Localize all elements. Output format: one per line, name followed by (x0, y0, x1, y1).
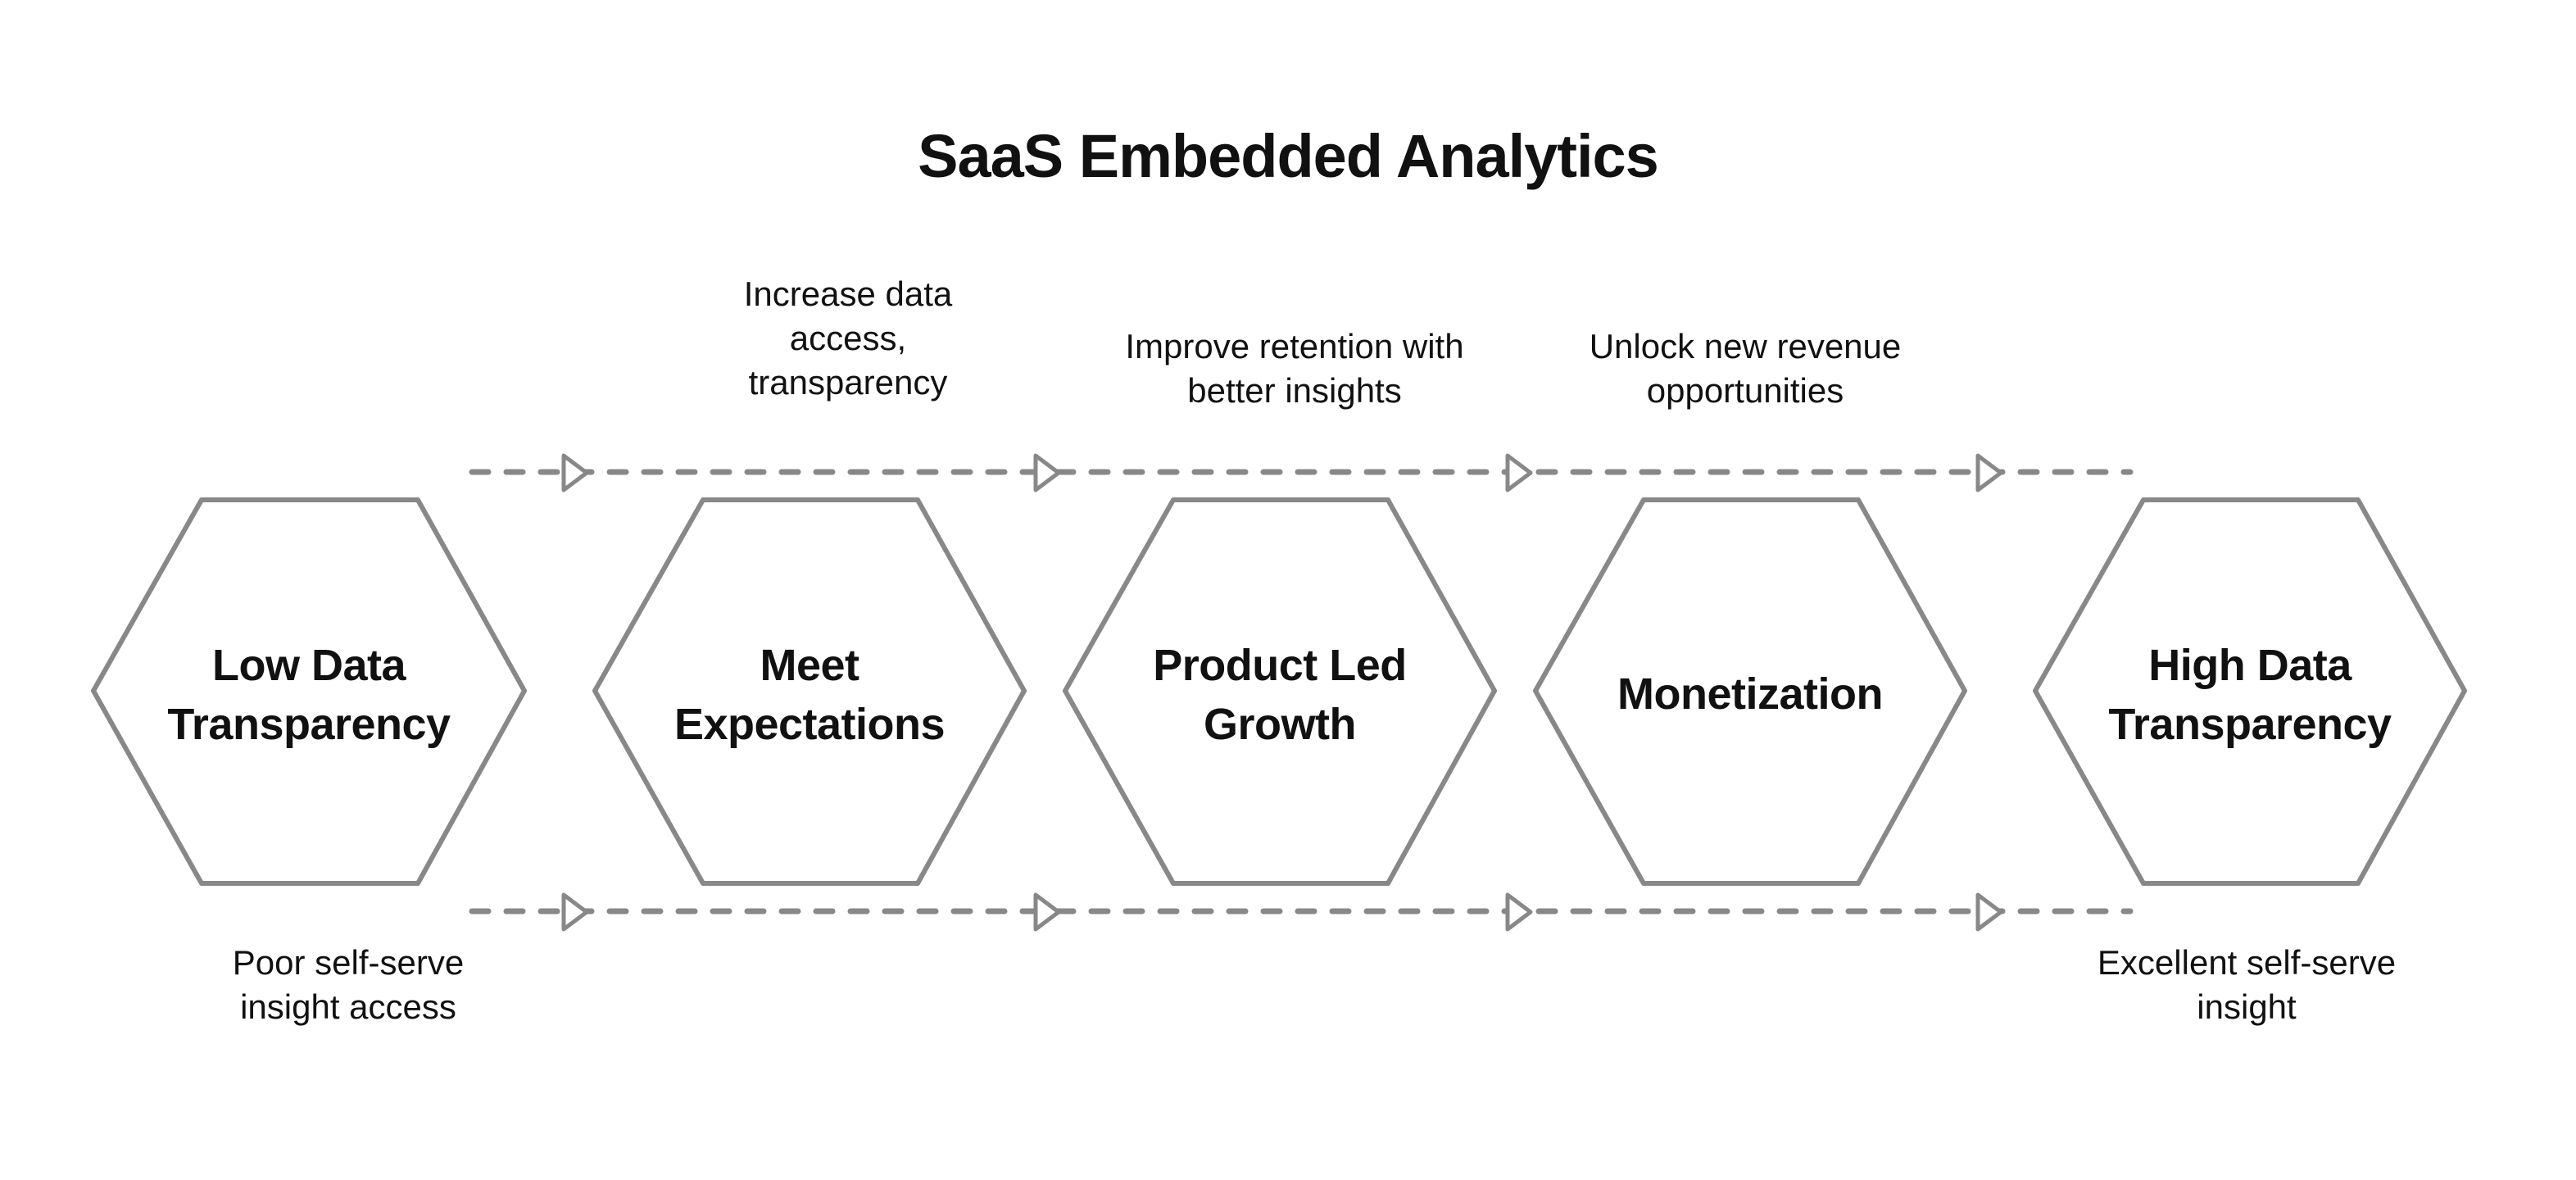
stage-label-meet-expectations: Meet Expectations (596, 636, 1023, 754)
arrowhead-icon (1505, 892, 1533, 932)
stage-label-product-led-growth: Product Led Growth (1067, 636, 1493, 754)
stage-hexagon (592, 497, 1027, 886)
note-excellent-self-serve: Excellent self-serve insight (2097, 943, 2397, 1026)
note-increase-data-access: Increase data access, transparency (743, 275, 953, 402)
stage-label-line: Product Led (1153, 641, 1407, 690)
arrowhead-icon (561, 892, 589, 932)
arrowhead-icon (1033, 892, 1061, 932)
top-dashed-arrow-line (469, 453, 2134, 492)
note-improve-retention: Improve retention with better insights (1125, 327, 1464, 410)
stage-label-monetization: Monetization (1537, 665, 1963, 724)
stage-label-line: Transparency (167, 700, 451, 749)
arrowhead-icon (1975, 892, 2003, 932)
arrowhead-icon (561, 453, 589, 492)
stage-label-line: Transparency (2108, 700, 2392, 749)
stage-hexagon (1533, 497, 1967, 886)
arrowhead-icon (1033, 453, 1061, 492)
stage-hexagon (91, 497, 527, 886)
stage-label-line: Monetization (1617, 669, 1883, 719)
stage-label-line: Expectations (673, 700, 946, 749)
arrowhead-icon (1505, 453, 1533, 492)
arrowhead-icon (1975, 453, 2003, 492)
bottom-dashed-arrow-line (469, 892, 2134, 932)
stage-label-line: Meet (760, 641, 859, 690)
stage-label-line: High Data (2148, 641, 2352, 690)
stage-hexagon (1063, 497, 1497, 886)
stage-label-line: Low Data (211, 641, 406, 690)
stage-label-high-data-transparency: High Data Transparency (2037, 636, 2463, 754)
note-unlock-revenue: Unlock new revenue opportunities (1589, 327, 1902, 410)
stage-label-low-data-transparency: Low Data Transparency (96, 636, 522, 754)
stage-hexagon (2033, 497, 2467, 886)
stage-label-line: Growth (1204, 700, 1356, 749)
diagram-title: SaaS Embedded Analytics (918, 122, 1659, 190)
note-poor-self-serve: Poor self-serve insight access (232, 943, 465, 1026)
